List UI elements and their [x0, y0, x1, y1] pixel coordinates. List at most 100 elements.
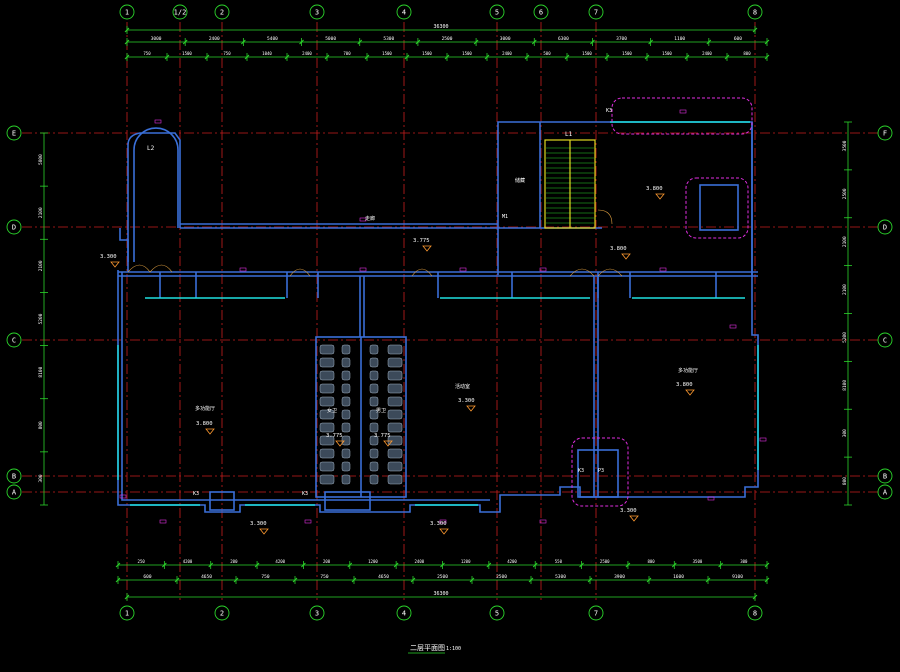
dimension-label: 4200: [275, 559, 285, 564]
corridor-label: 走廊: [365, 215, 375, 222]
revision-clouds: [571, 97, 753, 507]
toilet-fixtures: [319, 344, 403, 485]
axis-bubble-label: A: [12, 489, 17, 497]
mark-labels: K3 K3 K3 K3 P3 M1: [193, 108, 612, 497]
dimension-label: 600: [734, 36, 742, 42]
axis-bubble-label: C: [12, 337, 16, 345]
elevation-label: 3.800: [646, 186, 663, 192]
dimension-label: 600: [143, 574, 151, 580]
windows: [117, 121, 759, 506]
elevation-label: 3.300: [458, 398, 475, 404]
axis-bubble: B: [877, 468, 893, 484]
dimension-label: 36300: [433, 591, 448, 597]
dimension-label: 800: [38, 421, 44, 429]
dimension-label: 1500: [182, 51, 192, 56]
axis-bubble: 5: [489, 605, 505, 621]
axis-bubble-label: B: [12, 473, 16, 481]
wc-right-label: 男卫: [376, 408, 386, 414]
dimension-label: 750: [261, 574, 269, 580]
dimension-label: 5200: [842, 332, 848, 343]
axis-bubble: 1: [119, 4, 135, 20]
dimension-label: 4650: [201, 574, 212, 580]
dimension-label: 300: [38, 474, 44, 482]
dimension-label: 2400: [502, 51, 512, 56]
dimension-label: 2500: [600, 559, 610, 564]
dimension-label: 5300: [383, 36, 394, 42]
axis-bubble: 6: [533, 4, 549, 20]
walls: [117, 121, 759, 513]
axis-bubble: 2: [214, 605, 230, 621]
window-mark: P3: [598, 468, 604, 474]
window-mark: K3: [606, 108, 612, 114]
drawing-text: L1 L2 走廊 储藏 多功能厅 活动室 多功能厅 女卫 男卫 二层平面图 1:…: [147, 131, 698, 652]
axis-bubble: 2: [214, 4, 230, 20]
axis-bubble: C: [877, 332, 893, 348]
dimension-label: 2400: [702, 51, 712, 56]
dimension-label: 750: [320, 574, 328, 580]
elevation-label: 3.300: [430, 521, 447, 527]
dimension-label: 2400: [209, 36, 220, 42]
dimension-label: 6300: [558, 36, 569, 42]
axis-bubble: F: [877, 125, 893, 141]
axis-bubble: 8: [747, 605, 763, 621]
axis-bubble-label: 5: [495, 9, 499, 17]
dimension-label: 750: [143, 51, 151, 56]
stair-l1: [544, 139, 596, 229]
dimension-label: 4200: [183, 559, 193, 564]
dimension-label: 5800: [38, 154, 44, 165]
dimension-label: 3000: [500, 36, 511, 42]
elevation-symbols: [110, 193, 695, 535]
dimension-label: 1200: [368, 559, 378, 564]
axis-bubble-label: E: [12, 130, 16, 138]
dimension-label: 200: [323, 559, 331, 564]
axis-bubble-label: B: [883, 473, 887, 481]
dimension-label: 8100: [38, 366, 44, 377]
axis-bubble: 4: [396, 4, 412, 20]
dimension-label: 1500: [422, 51, 432, 56]
axis-bubble: 1: [119, 605, 135, 621]
dimension-label: 800: [647, 559, 655, 564]
dimension-label: 2500: [437, 574, 448, 580]
axis-bubble-label: 6: [539, 9, 543, 17]
dimension-label: 3700: [616, 36, 627, 42]
axis-bubble-label: 8: [753, 9, 757, 17]
stair-l2-label: L2: [147, 145, 155, 152]
axis-bubble: 3: [309, 4, 325, 20]
elevation-label: 3.775: [413, 238, 430, 244]
dimension-label: 5400: [267, 36, 278, 42]
dimension-label: 1500: [382, 51, 392, 56]
dimension-label: 250: [138, 559, 146, 564]
axis-bubble-label: 1: [125, 9, 129, 17]
dimension-label: 1100: [674, 36, 685, 42]
elevation-label: 3.775: [374, 433, 391, 439]
drawing-title: 二层平面图: [410, 644, 445, 652]
drawing-scale: 1:100: [446, 646, 461, 652]
axis-bubble: A: [6, 484, 22, 500]
axis-bubble-label: C: [883, 337, 887, 345]
stair-l1-label: L1: [565, 131, 573, 138]
dimension-label: 700: [343, 51, 351, 56]
storage-label: 储藏: [515, 177, 525, 184]
axis-bubble-label: 3: [315, 610, 319, 618]
axis-bubble-label: 1: [125, 610, 129, 618]
axis-bubble-label: 3: [315, 9, 319, 17]
axis-bubble-label: D: [12, 224, 16, 232]
dimension-label: 36300: [433, 24, 448, 30]
dimension-label: 1500: [462, 51, 472, 56]
dimension-label: 1040: [262, 51, 272, 56]
room-right-label: 多功能厅: [678, 367, 698, 374]
dimension-label: 9100: [732, 574, 743, 580]
dimension-label: 1500: [622, 51, 632, 56]
dimension-label: 800: [842, 477, 848, 485]
elevation-label: 3.800: [610, 246, 627, 252]
axis-bubble: B: [6, 468, 22, 484]
dimension-label: 5000: [325, 36, 336, 42]
axis-bubble: 3: [309, 605, 325, 621]
axis-bubble: C: [6, 332, 22, 348]
axis-bubble: 4: [396, 605, 412, 621]
door-mark: M1: [502, 214, 508, 220]
dimension-label: 550: [555, 559, 563, 564]
